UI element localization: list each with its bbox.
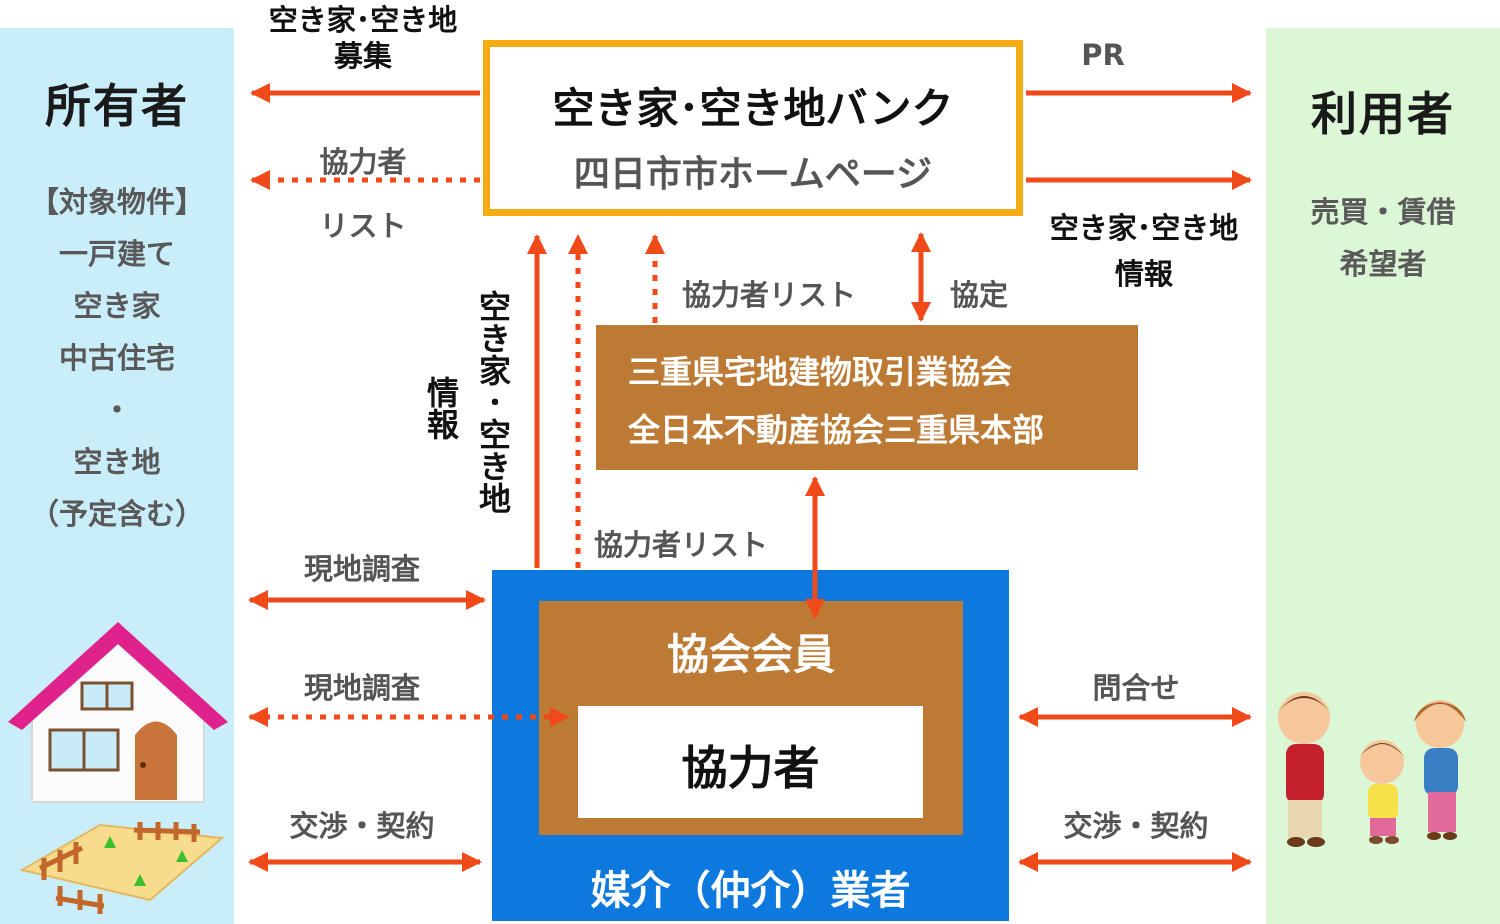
label-vacancy-info-col1: 空き家･空き地 [474,290,512,514]
house-icon [8,622,228,803]
bank-title: 空き家･空き地バンク [552,84,954,133]
broker-label: 媒介（仲介）業者 [590,868,911,914]
bank-subtitle: 四日市市ホームページ [573,154,933,195]
label-pr: PR [1081,38,1125,72]
label-agreement: 協定 [950,278,1009,312]
label-survey-1: 現地調査 [303,552,420,586]
label-bank-info: 空き家･空き地 情報 [1049,211,1239,291]
user-title: 利用者 [1311,87,1455,141]
member-label: 協会会員 [666,630,835,679]
label-survey-2: 現地調査 [303,671,420,705]
association-name-1: 三重県宅地建物取引業協会 [628,353,1013,391]
owner-item: 空き家 [73,289,161,323]
vacancy-bank-box: 空き家･空き地バンク 四日市市ホームページ [483,40,1023,216]
cooperator-label: 協力者 [681,741,820,795]
association-name-2: 全日本不動産協会三重県本部 [628,411,1045,449]
user-item: 希望者 [1339,247,1427,281]
owner-item: ・ [102,393,132,427]
owner-item: 中古住宅 [58,341,175,375]
user-item: 売買・賃借 [1310,195,1456,229]
label-vacancy-info-col2: 情報 [422,376,460,440]
label-coop-list-left: 協力者 リスト [319,145,407,243]
owner-item: 空き地 [73,445,161,479]
real-estate-association-box: 三重県宅地建物取引業協会 全日本不動産協会三重県本部 [596,325,1138,470]
cooperator-box: 協力者 [578,706,923,818]
user-description: 売買・賃借 希望者 [1266,186,1500,290]
owner-item: （予定含む） [29,497,204,531]
label-inquiry: 問合せ [1092,671,1180,705]
owner-property-list: 【対象物件】 一戸建て 空き家 中古住宅 ・ 空き地 （予定含む） [0,176,234,540]
label-coop-list-mid: 協力者リスト [682,278,857,312]
family-icon [1278,692,1466,847]
label-recruit: 空き家･空き地 募集 [268,3,458,73]
label-negotiation-left: 交渉・契約 [289,809,435,843]
label-negotiation-right: 交渉・契約 [1063,809,1209,843]
label-coop-list-low: 協力者リスト [594,528,769,562]
owner-item: 【対象物件】 [29,185,204,219]
owner-item: 一戸建て [58,237,175,271]
owner-title: 所有者 [45,79,189,133]
vacant-lot-icon [19,822,225,914]
